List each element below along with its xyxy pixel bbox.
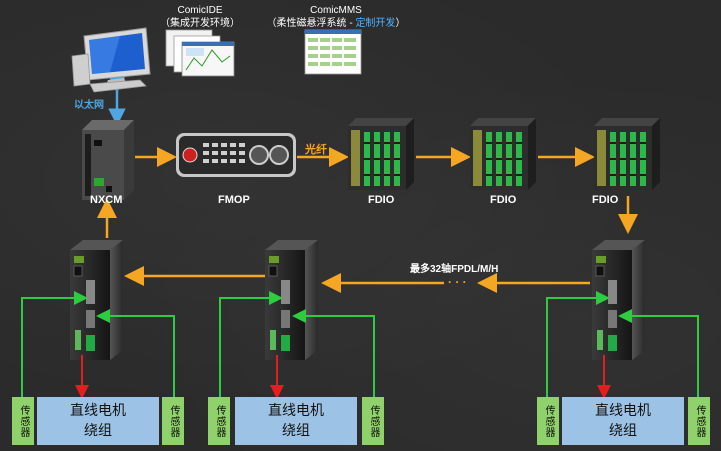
nxcm-label: NXCM — [90, 194, 123, 206]
fmop-label: FMOP — [218, 194, 250, 206]
wiring-group-2 — [219, 291, 375, 400]
fmop-device — [176, 133, 296, 177]
comicmms-subtitle: （柔性磁悬浮系统 - 定制开发） — [266, 18, 406, 29]
driver-2 — [265, 240, 318, 360]
fdio-label-2: FDIO — [490, 194, 517, 206]
comicide-subtitle: （集成开发环境） — [160, 18, 240, 29]
winding-line1: 直线电机 — [70, 403, 126, 419]
fiber-label: 光纤 — [305, 144, 327, 156]
fdio-device-1 — [348, 118, 414, 190]
ellipsis-label: · · · — [448, 275, 467, 289]
winding-line2: 绕组 — [609, 423, 637, 439]
max-axes-label: 最多32轴FPDL/M/H — [410, 264, 499, 275]
pc-monitor-icon — [71, 27, 151, 93]
sensor-box-1a: 传感器 — [12, 397, 34, 445]
sensor-box-2a: 传感器 — [208, 397, 230, 445]
sensor-box-2b: 传感器 — [362, 397, 384, 445]
ethernet-label: 以太网 — [74, 100, 104, 111]
winding-box-3: 直线电机 绕组 — [562, 397, 684, 445]
winding-box-1: 直线电机 绕组 — [37, 397, 159, 445]
winding-line1: 直线电机 — [268, 403, 324, 419]
comicmms-name: ComicMMS — [310, 5, 362, 16]
sensor-box-1b: 传感器 — [162, 397, 184, 445]
wiring-group-3 — [546, 291, 699, 400]
winding-box-2: 直线电机 绕组 — [235, 397, 357, 445]
fdio-device-2 — [470, 118, 536, 190]
fdio-label-1: FDIO — [368, 194, 395, 206]
comicide-screenshot — [165, 29, 235, 77]
comicmms-screenshot — [304, 29, 362, 75]
winding-line1: 直线电机 — [595, 403, 651, 419]
driver-3 — [592, 240, 645, 360]
sensor-box-3b: 传感器 — [688, 397, 710, 445]
fdio-label-3: FDIO — [592, 194, 619, 206]
comicide-label: ComicIDE （集成开发环境） — [160, 4, 240, 30]
wiring-group-1 — [21, 291, 175, 400]
comicide-name: ComicIDE — [177, 5, 223, 16]
sensor-box-3a: 传感器 — [537, 397, 559, 445]
driver-1 — [70, 240, 123, 360]
winding-line2: 绕组 — [282, 423, 310, 439]
nxcm-device — [82, 120, 134, 200]
comicmms-label: ComicMMS （柔性磁悬浮系统 - 定制开发） — [256, 4, 416, 30]
winding-line2: 绕组 — [84, 423, 112, 439]
fdio-device-3 — [594, 118, 660, 190]
